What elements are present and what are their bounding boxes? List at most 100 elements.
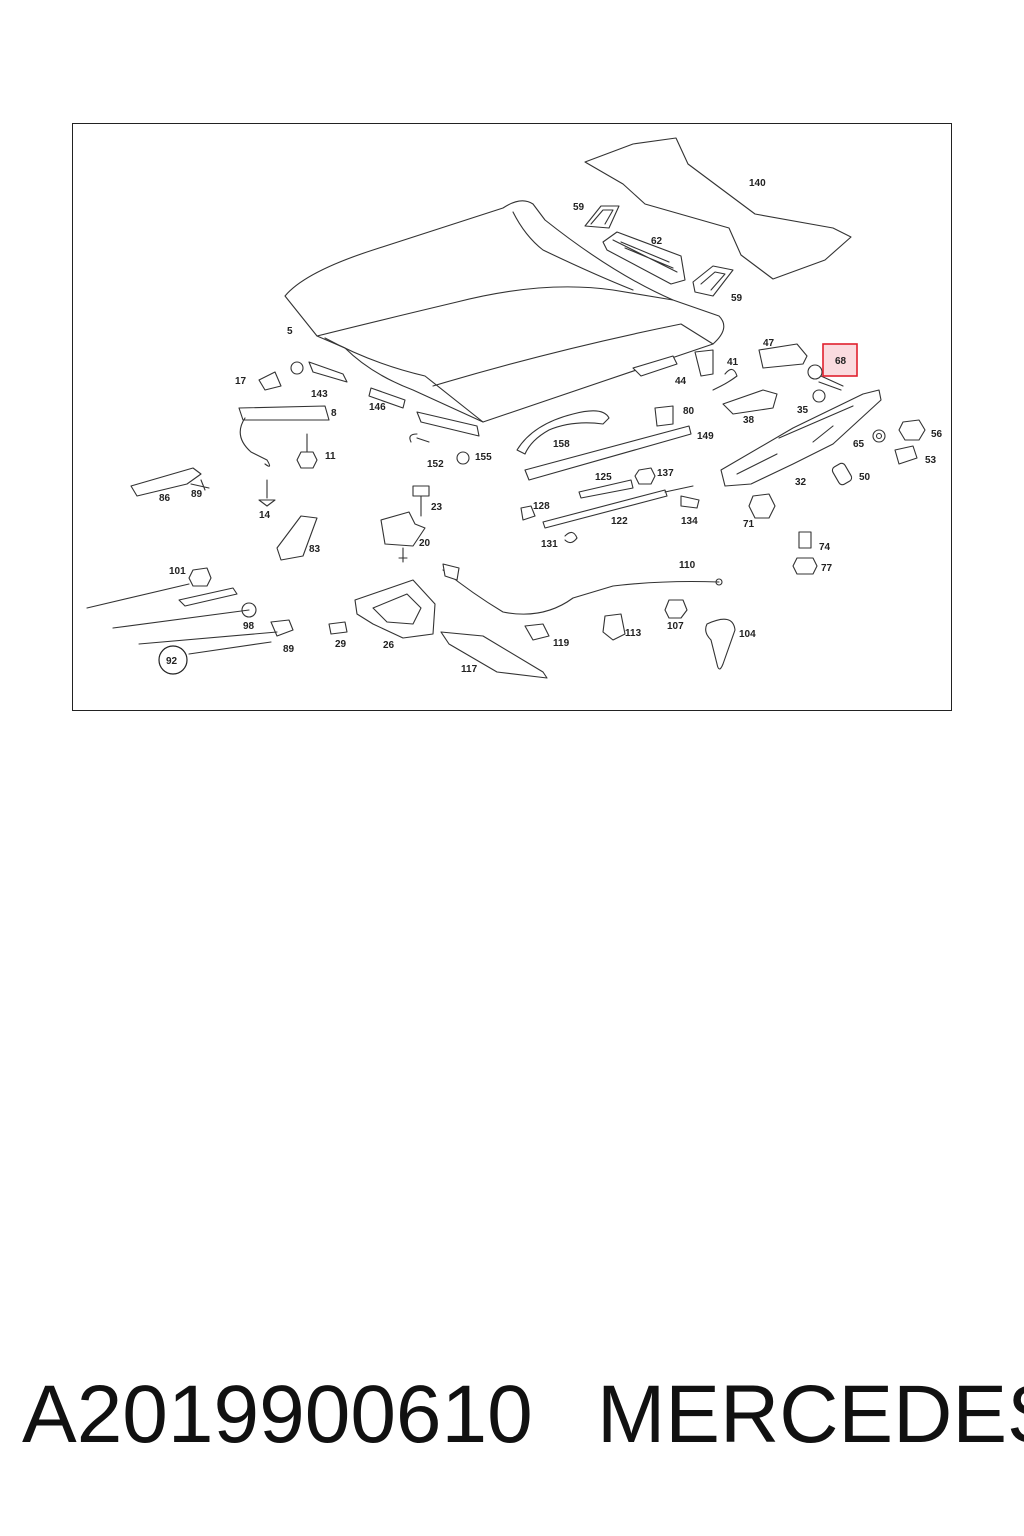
bracket-125 (578, 479, 634, 499)
screw-14 (258, 479, 276, 507)
handle-104 (705, 618, 736, 670)
part-label-149: 149 (697, 431, 714, 442)
gas-strut-122 (542, 489, 668, 529)
part-label-71: 71 (743, 519, 755, 530)
part-label-29: 29 (335, 639, 347, 650)
nut-77 (792, 557, 818, 575)
part-label-20: 20 (419, 538, 431, 549)
cable-110-end (442, 563, 460, 581)
part-label-107: 107 (667, 621, 684, 632)
part-number: A2019900610 (22, 1369, 533, 1460)
part-label-56: 56 (931, 429, 943, 440)
hood-5-center (512, 211, 634, 291)
part-label-32: 32 (795, 477, 807, 488)
tray-26-inner (372, 593, 422, 625)
parts-diagram: 140 59 62 59 5 47 68 41 44 17 143 146 8 … (72, 123, 952, 711)
hinge-32-detail (736, 405, 854, 475)
rod-146 (368, 387, 406, 409)
plug-89 (270, 619, 294, 637)
vent-59-right (692, 265, 734, 297)
part-label-86: 86 (159, 493, 171, 504)
exploded-view-drawing: 140 59 62 59 5 47 68 41 44 17 143 146 8 … (86, 137, 943, 679)
brand-name: MERCEDES (597, 1369, 1024, 1460)
part-label-119: 119 (553, 638, 570, 649)
latch-44 (632, 355, 678, 377)
part-label-131: 131 (541, 539, 558, 550)
part-label-155: 155 (475, 452, 492, 463)
hood-bracket-8-arm (239, 417, 271, 467)
lever-arm-101 (178, 587, 238, 607)
part-label-101: 101 (169, 566, 186, 577)
duct-117 (440, 631, 548, 679)
part-label-11: 11 (325, 451, 336, 462)
spring-41 (712, 368, 738, 391)
part-label-117: 117 (461, 664, 478, 675)
strip-152 (416, 411, 480, 437)
part-label-35: 35 (797, 405, 809, 416)
part-label-23: 23 (431, 502, 443, 513)
cable-110 (442, 569, 720, 615)
latch-44-clip (694, 349, 714, 377)
vent-59-left-inner (590, 209, 614, 225)
hood-5 (284, 200, 725, 423)
part-label-65: 65 (853, 439, 865, 450)
retainer-143 (308, 361, 348, 383)
weatherstrip-149 (524, 425, 692, 481)
clip-152-hook (409, 433, 430, 443)
clip-53 (894, 445, 918, 465)
bolt-11 (296, 451, 318, 469)
release-lever-86 (130, 467, 202, 497)
part-label-113: 113 (625, 628, 642, 639)
clip-17 (258, 371, 282, 391)
part-label-125: 125 (595, 472, 612, 483)
part-label-104: 104 (739, 629, 756, 640)
clip-29 (328, 621, 348, 635)
part-label-53: 53 (925, 455, 937, 466)
clip-119 (524, 623, 550, 641)
seal-158 (516, 410, 610, 455)
nut-101 (188, 567, 212, 587)
bolt-68-shaft (818, 375, 844, 391)
vent-59-left (584, 205, 620, 229)
part-label-77: 77 (821, 563, 833, 574)
lock-20 (380, 511, 426, 547)
nut-71 (748, 493, 776, 519)
part-label-128: 128 (533, 501, 550, 512)
clip-131 (564, 531, 578, 544)
part-label-50: 50 (859, 472, 871, 483)
part-label-83: 83 (309, 544, 321, 555)
clip-80 (654, 405, 674, 427)
part-label-26: 26 (383, 640, 395, 651)
part-label-59b: 59 (731, 293, 743, 304)
cable-110-tip (715, 578, 723, 586)
part-label-80: 80 (683, 406, 695, 417)
tray-26 (354, 579, 436, 639)
bracket-47 (758, 343, 808, 369)
part-label-89b: 89 (283, 644, 295, 655)
bolt-107 (664, 599, 688, 619)
insulation-mat-140 (584, 137, 852, 280)
part-label-8: 8 (331, 408, 337, 419)
part-label-140: 140 (749, 178, 766, 189)
part-label-74: 74 (819, 542, 831, 553)
vent-59-right-inner (700, 271, 726, 291)
part-label-14: 14 (259, 510, 271, 521)
part-label-110: 110 (679, 560, 696, 571)
part-label-146: 146 (369, 402, 386, 413)
bolt-23 (412, 485, 430, 497)
clip-128 (520, 505, 536, 521)
bushing-50 (831, 462, 853, 486)
callout-92 (158, 645, 188, 675)
part-label-59a: 59 (573, 202, 585, 213)
nut-56 (898, 419, 926, 441)
nut-137 (634, 467, 656, 485)
hood-5-crease (316, 286, 674, 337)
clip-155 (456, 451, 470, 465)
bracket-83 (276, 515, 318, 561)
nut-68 (807, 364, 823, 380)
part-label-41: 41 (727, 357, 739, 368)
part-label-92: 92 (166, 656, 178, 667)
part-label-158: 158 (553, 439, 570, 450)
highlight-box-68[interactable] (822, 343, 858, 377)
lock-20-pin (398, 547, 408, 563)
